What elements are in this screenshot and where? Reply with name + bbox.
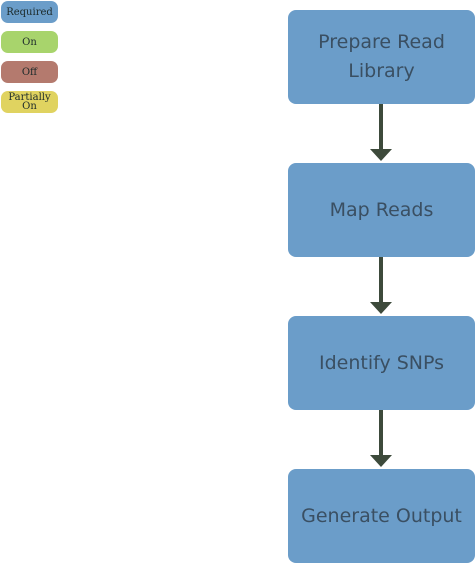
arrow-1 (370, 104, 392, 161)
step-generate-output[interactable]: Generate Output (288, 469, 475, 563)
step-identify-snps[interactable]: Identify SNPs (288, 316, 475, 410)
arrow-2 (370, 257, 392, 314)
legend-item-partially-on: Partially On (1, 91, 58, 113)
legend-item-required: Required (1, 1, 58, 23)
step-map-reads[interactable]: Map Reads (288, 163, 475, 257)
legend-item-off: Off (1, 61, 58, 83)
arrow-3 (370, 410, 392, 467)
step-prepare-read-library[interactable]: Prepare Read Library (288, 10, 475, 104)
legend-item-on: On (1, 31, 58, 53)
